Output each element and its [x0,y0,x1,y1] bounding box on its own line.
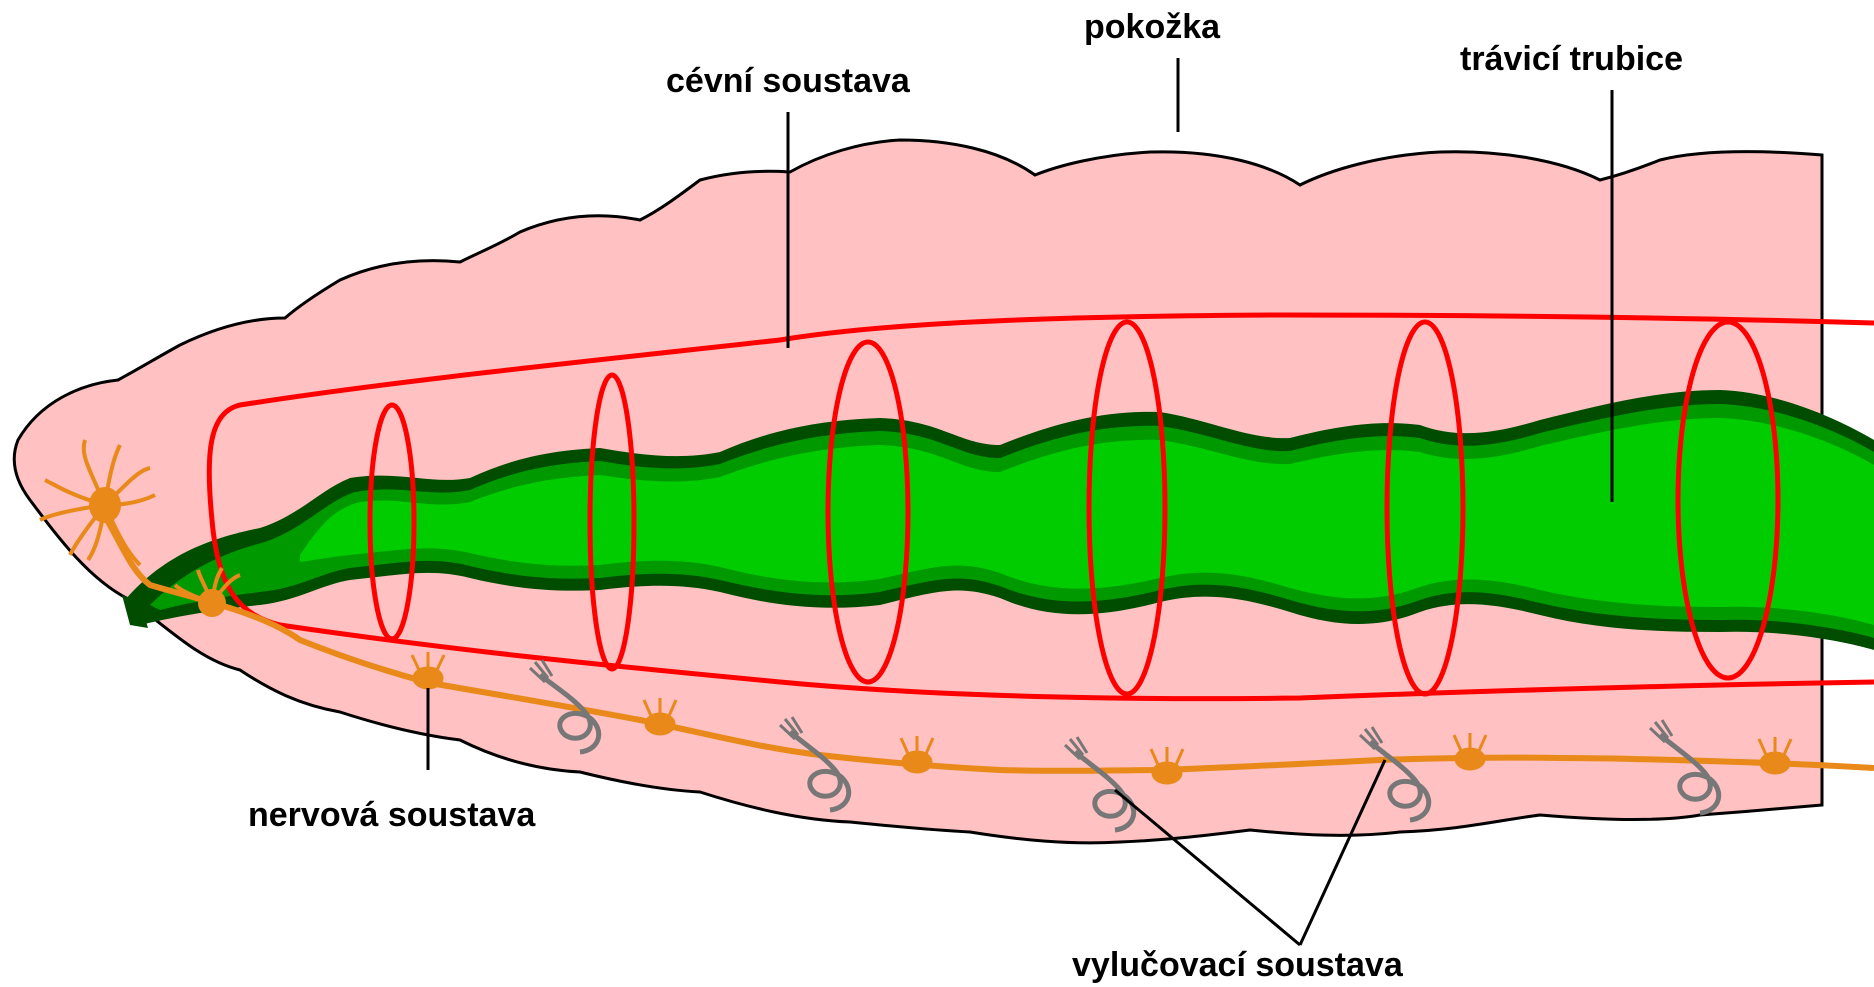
label-skin: pokožka [1084,10,1220,44]
label-nervous-system: nervová soustava [248,798,535,832]
label-excretory-system: vylučovací soustava [1072,948,1403,982]
label-digestive-tube: trávicí trubice [1460,42,1683,76]
label-vascular-system: cévní soustava [666,64,910,98]
